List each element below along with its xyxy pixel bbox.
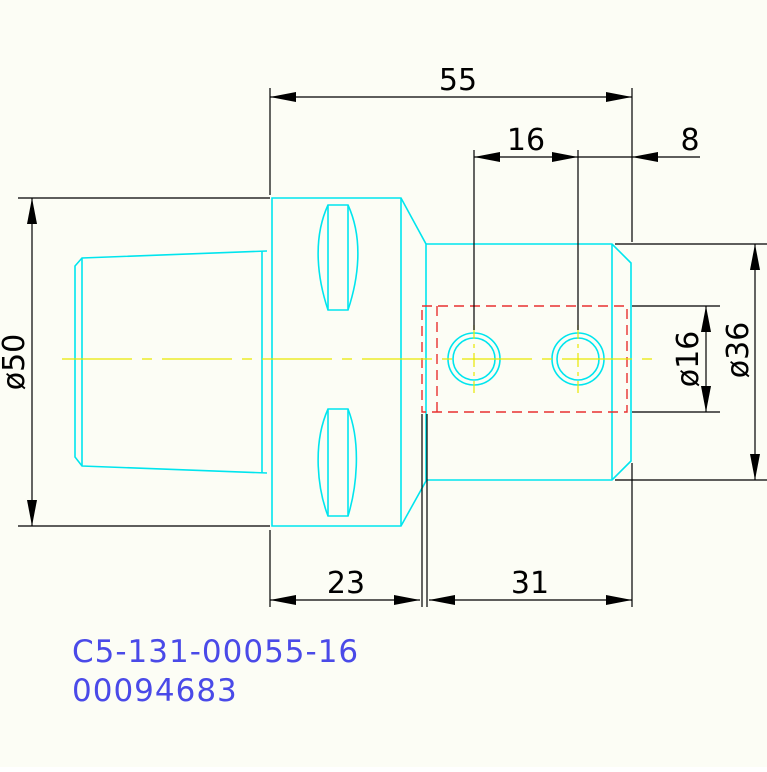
serial-number-label: 00094683 — [72, 673, 238, 709]
shank — [426, 243, 632, 481]
dim-text-16: 16 — [507, 123, 545, 158]
dim-text-23: 23 — [327, 566, 365, 601]
dim-text-55: 55 — [439, 63, 477, 98]
dim-text-31: 31 — [511, 566, 549, 601]
arrowheads — [27, 92, 760, 605]
dim-text-8: 8 — [680, 123, 699, 158]
dim-text-d36: ø36 — [721, 322, 756, 379]
drive-slot-top — [317, 204, 359, 311]
drive-slot-bottom — [317, 408, 358, 517]
dim-text-d50: ø50 — [0, 334, 32, 391]
dim-text-d16: ø16 — [671, 331, 706, 388]
part-number-label: C5-131-00055-16 — [72, 634, 359, 670]
taper-cone — [74, 250, 268, 474]
centerline — [62, 325, 655, 393]
part-outline — [74, 197, 632, 527]
